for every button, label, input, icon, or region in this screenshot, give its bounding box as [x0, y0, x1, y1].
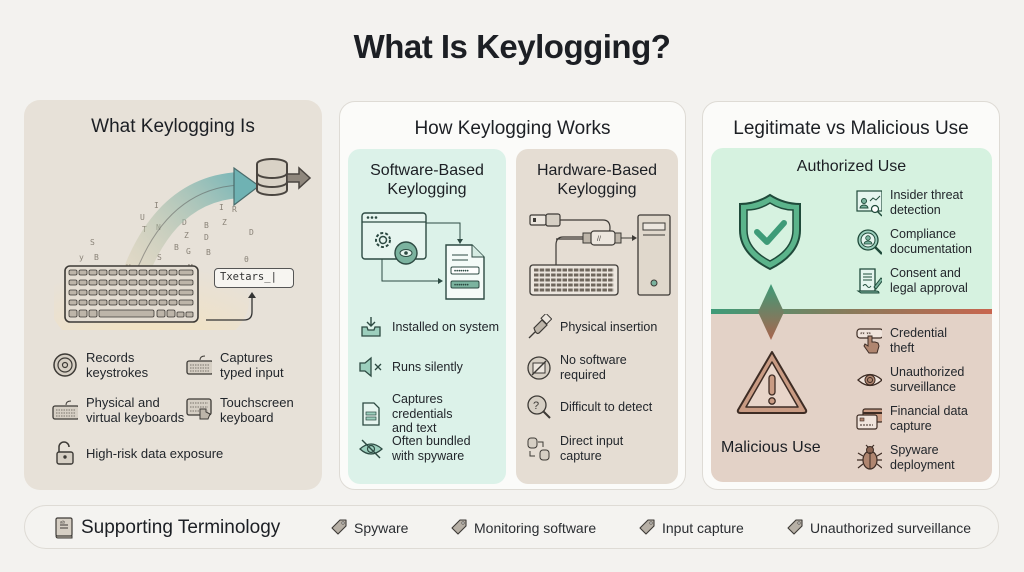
unlocked-padlock-icon [52, 440, 78, 466]
what-keylogging-is-panel: What Keylogging Is y8CSB OVHHUT INSEB DZ… [24, 100, 322, 490]
authorized-malicious-divider [711, 309, 992, 314]
feature-high-risk-exposure: High-risk data exposure [52, 440, 223, 466]
svg-text:S: S [90, 238, 95, 247]
svg-text:?: ? [533, 400, 539, 412]
tag-icon [331, 519, 347, 535]
usb-plug-icon [526, 314, 552, 340]
section-heading: Authorized Use [796, 158, 907, 175]
term-tag-spyware[interactable]: Spyware [331, 519, 408, 536]
tag-icon [451, 519, 467, 535]
software-item-runs-silently: Runs silently [358, 354, 463, 380]
term-tag-monitoring-software[interactable]: Monitoring software [451, 519, 596, 536]
page-title: What Is Keylogging? [353, 28, 671, 65]
svg-text:S: S [157, 253, 162, 262]
password-pointer-icon: ** ** [856, 327, 882, 354]
warning-triangle-icon [736, 351, 808, 414]
svg-text:B: B [206, 248, 211, 257]
svg-text:R: R [232, 205, 237, 214]
svg-text:D: D [204, 233, 209, 242]
svg-text:•••••••: ••••••• [454, 283, 469, 289]
hardware-keylogger-illustration: // [529, 213, 671, 296]
svg-text:G: G [186, 247, 191, 256]
svg-text:θ: θ [244, 255, 249, 264]
term-tag-unauthorized-surveillance[interactable]: Unauthorized surveillance [787, 519, 971, 536]
tag-icon [639, 519, 655, 535]
keyboard-icon [186, 352, 212, 378]
panel-heading: Legitimate vs Malicious Use [733, 118, 969, 139]
legitimate-vs-malicious-panel: Legitimate vs Malicious Use Authorized U… [702, 101, 1000, 490]
signed-document-icon [856, 267, 882, 294]
svg-text:Z: Z [184, 231, 189, 240]
software-item-installed: Installed on system [358, 314, 499, 340]
keyboard-illustration [64, 265, 199, 323]
bug-icon [856, 444, 882, 471]
capture-arrow [206, 292, 256, 321]
touch-keyboard-icon [186, 397, 212, 423]
supporting-terminology-bar: ab Supporting Terminology Spyware Monito… [24, 505, 999, 549]
tag-icon [787, 519, 803, 535]
shield-check-icon [739, 193, 801, 271]
user-search-icon [856, 228, 882, 255]
svg-text:D: D [249, 228, 254, 237]
software-keylogger-illustration: ••••••• ••••••• [361, 212, 485, 300]
keyboard-icon [52, 397, 78, 423]
svg-text:ab: ab [60, 520, 66, 525]
credit-card-icon [856, 406, 882, 432]
panel-heading: How Keylogging Works [414, 118, 611, 139]
hidden-eye-icon [358, 436, 384, 462]
divider-diamond [758, 284, 784, 340]
book-icon: ab [55, 517, 73, 539]
eye-icon [856, 367, 882, 393]
svg-text:•••••••: ••••••• [454, 269, 469, 275]
svg-text://: // [597, 236, 601, 243]
svg-text:I: I [154, 201, 159, 210]
svg-text:Z: Z [222, 218, 227, 227]
svg-text:B: B [174, 243, 179, 252]
panel-heading: What Keylogging Is [91, 116, 255, 137]
hardware-item-physical-insertion: Physical insertion [526, 314, 657, 340]
terminology-label: Supporting Terminology [81, 517, 281, 538]
install-tray-icon [358, 314, 384, 340]
muted-speaker-icon [358, 354, 384, 380]
svg-text:y: y [79, 253, 84, 262]
svg-text:B: B [94, 253, 99, 262]
svg-text:B: B [204, 221, 209, 230]
database-transfer-icon [526, 436, 552, 462]
question-magnifier-icon: ? [526, 394, 552, 420]
disc-record-icon [52, 352, 78, 378]
section-heading: Malicious Use [721, 439, 821, 456]
insider-threat-icon [856, 189, 882, 217]
no-software-icon [526, 355, 552, 381]
svg-text:U: U [140, 213, 145, 222]
svg-text:D: D [182, 218, 187, 227]
hardware-item-difficult-detect: ? Difficult to detect [526, 394, 652, 420]
term-tag-input-capture[interactable]: Input capture [639, 519, 744, 536]
document-icon [358, 401, 384, 427]
svg-text:** **: ** ** [860, 332, 872, 338]
captured-text-field: Txetars_| [214, 268, 294, 288]
svg-text:I: I [219, 203, 224, 212]
